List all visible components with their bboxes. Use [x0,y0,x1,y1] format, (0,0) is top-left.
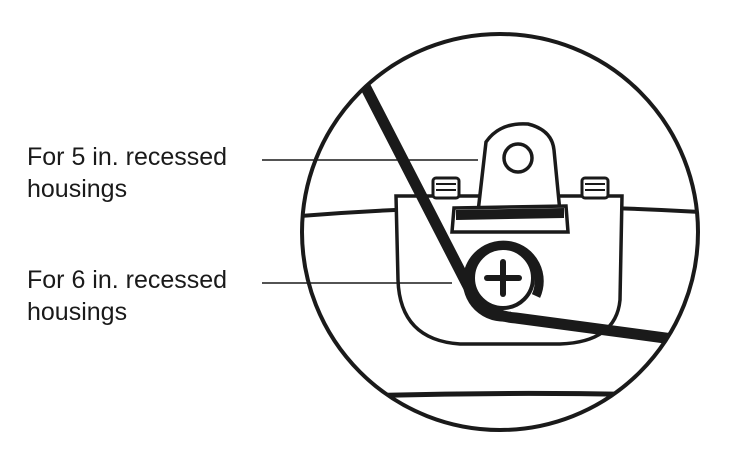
left-stud [431,176,461,200]
callout-5-inch-line1: For 5 in. recessed [27,143,228,171]
callout-6-inch-line2: housings [27,298,128,326]
callout-6-inch-housings: For 6 in. recessed housings [27,264,227,328]
callout-5-inch-housings: For 5 in. recessed housings [27,141,227,205]
right-stud [580,176,610,200]
spring-coil [462,240,544,322]
callout-5-inch-line2: housings [27,175,128,203]
bracket-base-shadow [456,208,564,220]
phillips-cross-icon [484,259,522,297]
tab-hole [502,142,534,174]
callout-6-inch-line1: For 6 in. recessed [27,266,228,294]
